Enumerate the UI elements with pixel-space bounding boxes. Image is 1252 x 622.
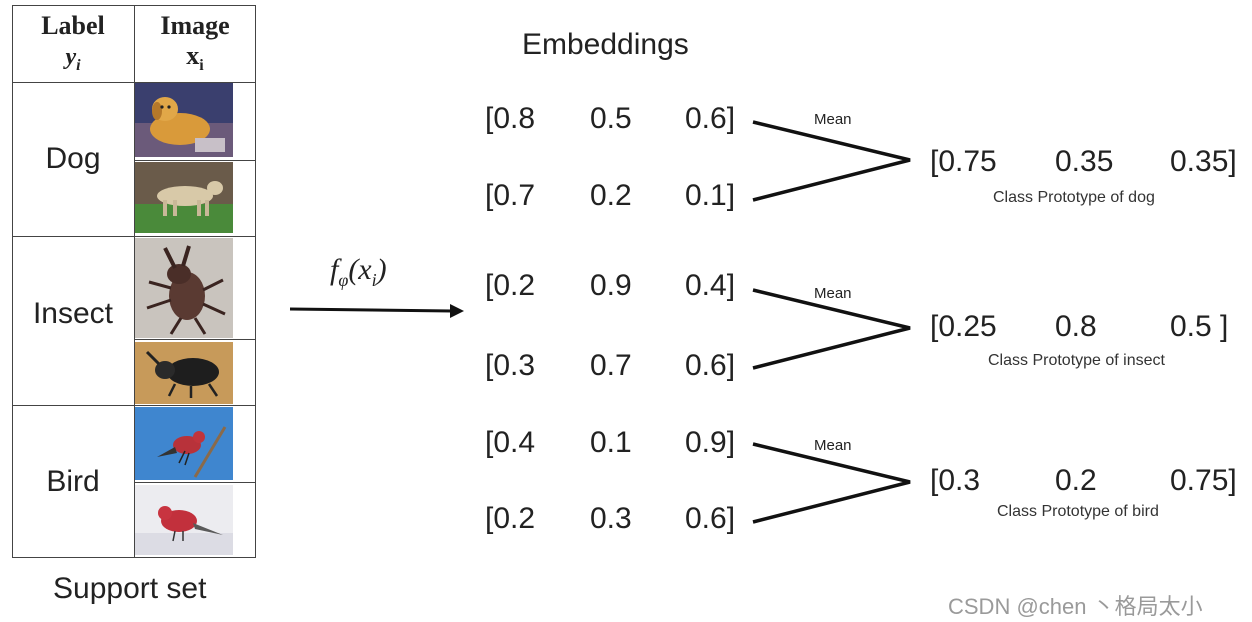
embedding-vector: [0.4 0.1 0.9] (485, 425, 745, 461)
vector-component: 0.6] (685, 502, 736, 535)
vector-component: 0.4] (685, 269, 736, 302)
beetle-photo-icon (135, 342, 233, 404)
bird-photo-icon (135, 407, 233, 480)
vector-component: 0.9] (685, 426, 736, 459)
vector-component: 0.1] (685, 179, 736, 212)
support-set-table: Label yi Image xi Dog Insect Bird (12, 5, 256, 558)
mean-label: Mean (814, 285, 852, 302)
vector-component: 0.7 (590, 349, 632, 382)
vector-component: 0.6] (685, 349, 736, 382)
bird-photo-icon (135, 485, 233, 555)
vector-component: [0.4 (485, 426, 536, 459)
embedding-vector: [0.2 0.3 0.6] (485, 501, 745, 537)
table-row-divider (12, 405, 256, 406)
prototype-component: 0.75] (1170, 464, 1237, 497)
class-prototype-vector: [0.3 0.2 0.75] (930, 463, 1240, 499)
prototype-component: 0.35] (1170, 145, 1237, 178)
mean-merge-lines (752, 442, 911, 524)
vector-component: [0.7 (485, 179, 536, 212)
prototype-component: [0.3 (930, 464, 981, 497)
label-header-word: Label (41, 11, 105, 40)
prototype-component: 0.5 ] (1170, 310, 1229, 343)
label-header-sub: i (76, 57, 81, 75)
argument-subscript: i (371, 270, 377, 290)
mapping-arrow-icon (289, 304, 464, 318)
vector-component: 0.1 (590, 426, 632, 459)
mean-merge-lines (752, 120, 911, 202)
prototype-component: [0.75 (930, 145, 997, 178)
image-header-sub: i (199, 57, 204, 75)
embeddings-title: Embeddings (522, 28, 689, 61)
table-row-divider (134, 482, 256, 483)
dog-photo-icon (135, 162, 233, 233)
class-label-insect: Insect (32, 297, 114, 330)
mean-label: Mean (814, 437, 852, 454)
function-close-paren: ) (376, 253, 387, 286)
image-column-header: Image xi (134, 11, 256, 81)
prototype-component: [0.25 (930, 310, 997, 343)
vector-component: 0.9 (590, 269, 632, 302)
prototype-caption: Class Prototype of bird (997, 503, 1159, 520)
prototype-component: 0.8 (1055, 310, 1097, 343)
table-row-divider (12, 236, 256, 237)
prototype-caption: Class Prototype of insect (988, 352, 1165, 369)
prototype-component: 0.35 (1055, 145, 1114, 178)
image-header-word: Image (160, 11, 230, 40)
function-symbol: f (330, 253, 339, 286)
class-prototype-vector: [0.75 0.35 0.35] (930, 144, 1240, 180)
vector-component: [0.8 (485, 102, 536, 135)
vector-component: 0.6] (685, 102, 736, 135)
vector-component: [0.3 (485, 349, 536, 382)
class-label-dog: Dog (45, 142, 101, 175)
mean-label: Mean (814, 111, 852, 128)
vector-component: [0.2 (485, 502, 536, 535)
vector-component: 0.3 (590, 502, 632, 535)
function-subscript: φ (338, 270, 349, 290)
class-label-bird: Bird (46, 465, 100, 498)
table-row-divider (134, 339, 256, 340)
dog-photo-icon (135, 83, 233, 157)
class-prototype-vector: [0.25 0.8 0.5 ] (930, 309, 1240, 345)
table-column-divider (134, 5, 135, 558)
table-header-divider (12, 82, 256, 83)
mean-merge-lines (752, 288, 911, 370)
vector-component: 0.5 (590, 102, 632, 135)
prototype-caption: Class Prototype of dog (993, 189, 1155, 206)
beetle-photo-icon (135, 238, 233, 338)
vector-component: 0.2 (590, 179, 632, 212)
embedding-vector: [0.2 0.9 0.4] (485, 268, 745, 304)
image-header-var: x (186, 41, 200, 70)
label-column-header: Label yi (12, 11, 134, 81)
label-header-var: y (65, 44, 77, 70)
vector-component: [0.2 (485, 269, 536, 302)
prototype-component: 0.2 (1055, 464, 1097, 497)
image-header-math: xi (134, 41, 256, 81)
table-row-divider (134, 160, 256, 161)
embedding-vector: [0.7 0.2 0.1] (485, 178, 745, 214)
watermark: CSDN @chen 丶格局太小 (948, 594, 1203, 619)
embedding-vector: [0.8 0.5 0.6] (485, 101, 745, 137)
embedding-function-label: fφ(xi) (330, 253, 387, 291)
function-argument: (x (348, 253, 372, 286)
support-set-caption: Support set (53, 572, 207, 605)
embedding-vector: [0.3 0.7 0.6] (485, 348, 745, 384)
label-header-math: yi (12, 41, 134, 81)
